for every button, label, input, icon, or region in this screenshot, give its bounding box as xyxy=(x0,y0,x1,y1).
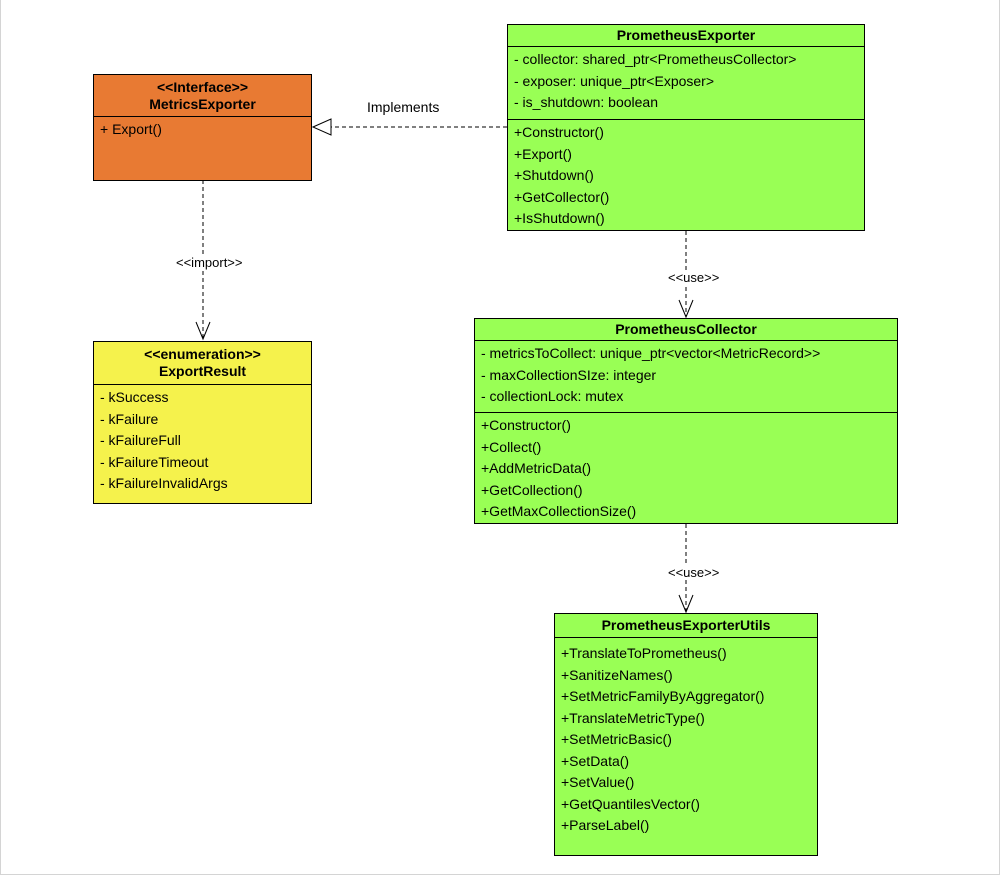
enum-value: - kFailure xyxy=(100,410,159,427)
attribute: - metricsToCollect: unique_ptr<vector<Me… xyxy=(481,345,821,361)
import-label: <<import>> xyxy=(176,255,243,270)
method: +AddMetricData() xyxy=(481,460,592,476)
class-name: PrometheusExporterUtils xyxy=(601,617,771,633)
class-name: ExportResult xyxy=(158,363,247,379)
method: +TranslateToPrometheus() xyxy=(561,645,727,661)
class-header: PrometheusCollector xyxy=(475,319,897,341)
enum-values-section: - kSuccess - kFailure - kFailureFull - k… xyxy=(94,385,311,497)
attribute: - collectionLock: mutex xyxy=(481,388,624,404)
import-arrowhead xyxy=(195,321,211,341)
methods-section: +TranslateToPrometheus() +SanitizeNames(… xyxy=(555,638,817,839)
prometheus-exporter-utils-class[interactable]: PrometheusExporterUtils +TranslateToProm… xyxy=(554,613,818,856)
enum-value: - kFailureInvalidArgs xyxy=(100,475,228,491)
method: +TranslateMetricType() xyxy=(561,709,705,726)
class-header: PrometheusExporterUtils xyxy=(555,614,817,638)
attribute: - maxCollectionSIze: integer xyxy=(481,366,657,383)
implements-label: Implements xyxy=(367,99,440,115)
class-name: PrometheusExporter xyxy=(616,27,756,43)
class-header: <<enumeration>> ExportResult xyxy=(94,342,311,385)
method: +ParseLabel() xyxy=(561,817,650,833)
methods-section: +Constructor() +Export() +Shutdown() +Ge… xyxy=(508,119,864,232)
method: +Shutdown() xyxy=(514,167,594,183)
method: +Constructor() xyxy=(514,124,604,140)
prometheus-collector-class[interactable]: PrometheusCollector - metricsToCollect: … xyxy=(474,318,898,524)
method: +GetMaxCollectionSize() xyxy=(481,503,637,519)
prometheus-exporter-class[interactable]: PrometheusExporter - collector: shared_p… xyxy=(507,24,865,231)
attributes-section: - collector: shared_ptr<PrometheusCollec… xyxy=(508,47,864,119)
metrics-exporter-class[interactable]: <<Interface>> MetricsExporter + Export() xyxy=(93,74,312,181)
attributes-section: - metricsToCollect: unique_ptr<vector<Me… xyxy=(475,341,897,412)
methods-section: +Constructor() +Collect() +AddMetricData… xyxy=(475,412,897,525)
method: +SetValue() xyxy=(561,774,635,790)
class-name: PrometheusCollector xyxy=(615,321,757,337)
class-stereotype: <<enumeration>> xyxy=(144,346,261,362)
use-label-exporter-collector: <<use>> xyxy=(668,270,720,285)
attribute: - exposer: unique_ptr<Exposer> xyxy=(514,72,715,89)
method: +Constructor() xyxy=(481,417,571,433)
enum-value: - kSuccess xyxy=(100,389,169,405)
method: +SetData() xyxy=(561,752,630,769)
export-result-enum[interactable]: <<enumeration>> ExportResult - kSuccess … xyxy=(93,341,312,504)
method: + Export() xyxy=(100,121,162,137)
use-label-collector-utils: <<use>> xyxy=(668,565,720,580)
method: +Collect() xyxy=(481,438,542,455)
method: +GetCollector() xyxy=(514,188,610,205)
realization-arrowhead xyxy=(311,118,332,136)
enum-value: - kFailureTimeout xyxy=(100,453,209,470)
class-header: <<Interface>> MetricsExporter xyxy=(94,75,311,117)
use-arrowhead-1 xyxy=(678,299,694,319)
class-name: MetricsExporter xyxy=(149,96,256,112)
attribute: - collector: shared_ptr<PrometheusCollec… xyxy=(514,51,797,67)
methods-section: + Export() xyxy=(94,117,311,143)
method: +SetMetricBasic() xyxy=(561,731,672,747)
class-stereotype: <<Interface>> xyxy=(156,79,249,95)
attribute: - is_shutdown: boolean xyxy=(514,94,658,110)
method: +IsShutdown() xyxy=(514,210,605,226)
method: +GetCollection() xyxy=(481,481,583,498)
use-arrowhead-2 xyxy=(678,594,694,614)
enum-value: - kFailureFull xyxy=(100,432,181,448)
method: +SanitizeNames() xyxy=(561,666,673,683)
method: +Export() xyxy=(514,145,572,162)
method: +SetMetricFamilyByAggregator() xyxy=(561,688,765,704)
class-header: PrometheusExporter xyxy=(508,25,864,47)
method: +GetQuantilesVector() xyxy=(561,795,700,812)
